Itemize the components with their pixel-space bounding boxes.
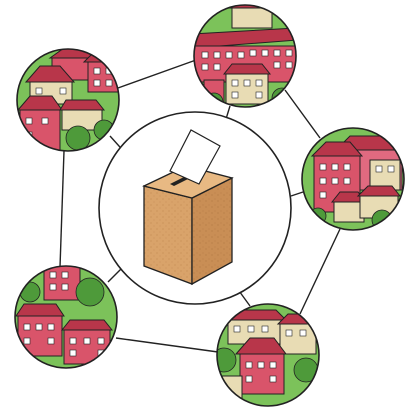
center-node [99,112,291,304]
link-right-bottom [300,229,340,314]
district-lower-left [12,264,122,374]
district-upper-left [14,46,124,156]
district-right [300,126,410,236]
link-top-right [285,90,320,138]
link-top-upper-left [118,60,196,88]
district-bottom [212,302,324,412]
district-top [190,0,300,111]
link-bottom-lower-left [116,338,218,352]
link-lower-left-upper-left [60,151,64,267]
link-center-right [291,192,303,196]
